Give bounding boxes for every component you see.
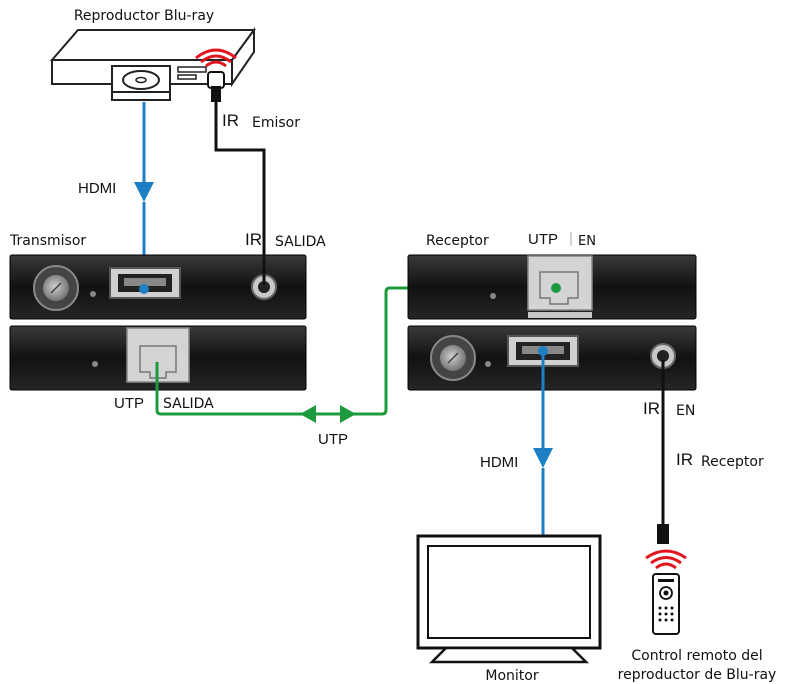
ir-receiver-plug [657,524,669,544]
hdmi-top-label: HDMI [78,180,116,197]
ir-signal-icon [195,48,237,68]
rx-utp-port-icon [527,255,593,311]
transmitter-top-unit [9,254,307,320]
hdmi-cable-bottom [533,346,553,536]
rx-ir-ir-label: IR [643,399,660,418]
hdmi-bottom-label: HDMI [480,454,518,471]
ir-emitter-ir-label: IR [222,111,239,130]
utp-cable-label: UTP [318,431,348,448]
tx-ir-ir-label: IR [245,230,262,249]
ir-emitter-label: Emisor [252,115,300,131]
receiver-bottom-unit [407,325,697,391]
remote-ir-signal-icon [645,549,687,570]
disc-icon [122,70,160,90]
monitor-label: Monitor [485,668,538,684]
rx-utp-in-label: EN [578,234,596,249]
ir-emitter-plug [207,71,225,102]
receiver-label: Receptor [426,233,489,249]
tx-utp-label: UTP [114,395,144,412]
remote-label-line1: Control remoto del [631,648,762,664]
bluray-player [49,26,256,101]
utp-cable [155,283,561,423]
remote-label-line2: reproductor de Blu-ray [618,667,777,683]
ir-receiver-ir-label: IR [676,450,693,469]
bluray-player-label: Reproductor Blu-ray [74,8,214,24]
rx-utp-label: UTP [528,231,558,248]
tx-utp-out-label: SALIDA [163,396,214,412]
rx-ir-in-label: EN [676,403,695,419]
ir-receiver-label: Receptor [701,454,764,470]
remote-control [652,573,680,635]
tx-ir-out-label: SALIDA [275,234,326,250]
monitor [416,534,602,664]
transmitter-label: Transmisor [9,233,86,249]
